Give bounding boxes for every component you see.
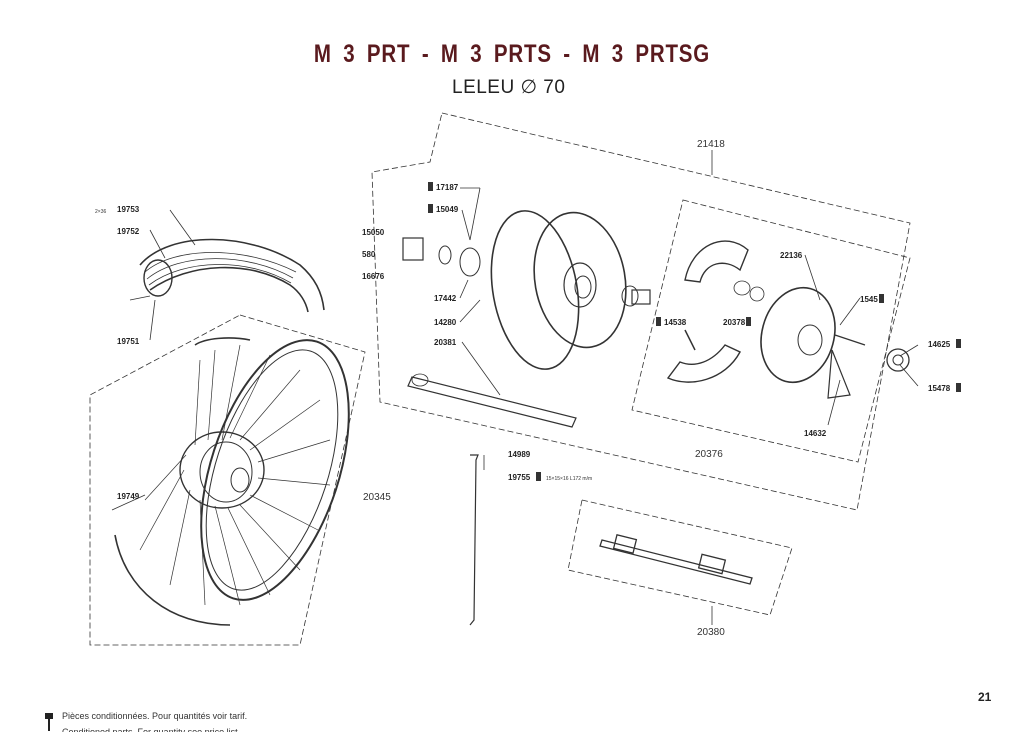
part-label-19755: 19755: [508, 473, 531, 482]
part-label-19751: 19751: [117, 337, 140, 346]
page-title: M 3 PRT - M 3 PRTS - M 3 PRTSG: [313, 40, 711, 68]
axle-group-box: [567, 499, 793, 616]
part-label-14989: 14989: [508, 450, 531, 459]
page-number: 21: [978, 690, 992, 704]
part-label-20381: 20381: [434, 338, 457, 347]
part-label-20380: 20380: [697, 627, 725, 638]
part-label-580: 580: [362, 250, 376, 259]
part-label-19752: 19752: [117, 227, 140, 236]
brake-shoes-illustration: [666, 240, 765, 383]
small-package-pin-icon: [428, 182, 433, 191]
footnote-french: Pièces conditionnées. Pour quantités voi…: [62, 711, 248, 721]
footnote-english: Conditioned parts. For quantity see pric…: [62, 727, 241, 737]
part-label-19753: 19753: [117, 205, 140, 214]
small-package-pin-icon: [956, 383, 961, 392]
small-package-pin-icon: [536, 472, 541, 481]
part-label-1545: 1545: [860, 295, 878, 304]
part-label-14538: 14538: [664, 318, 687, 327]
wheel-illustration: [114, 337, 350, 626]
small-package-pin-icon: [656, 317, 661, 326]
page-subtitle: LELEU ∅ 70: [452, 77, 566, 98]
part-label-14632: 14632: [804, 429, 827, 438]
spindle-illustration: [407, 376, 577, 428]
part-label-15050: 15050: [362, 228, 385, 237]
part-label-19749: 19749: [117, 492, 140, 501]
part-label-14625: 14625: [928, 340, 951, 349]
part-label-17442: 17442: [434, 294, 457, 303]
part-label-14280: 14280: [434, 318, 457, 327]
small-package-pin-icon: [879, 294, 884, 303]
brake-plate-illustration: [760, 286, 910, 399]
part-label-16676: 16676: [362, 272, 385, 281]
part-label-20376: 20376: [695, 449, 723, 460]
hub-illustration: [402, 210, 651, 370]
wheel-group-box: [89, 314, 366, 646]
part-label-15049: 15049: [436, 205, 459, 214]
part-label-20378: 20378: [723, 318, 746, 327]
small-package-pin-icon: [956, 339, 961, 348]
tyre-illustration: [129, 238, 325, 313]
part-label-15478: 15478: [928, 384, 951, 393]
part-label-17187: 17187: [436, 183, 459, 192]
part-label-22136: 22136: [780, 251, 803, 260]
part-label-19753-qty: 2×36: [95, 209, 106, 215]
part-label-19755-sizes: 15×15×16 L172 m/m: [546, 476, 592, 482]
hub-group-box: [371, 112, 911, 511]
spoke-illustration: [469, 454, 479, 626]
small-package-pin-icon: [428, 204, 433, 213]
brake-group-box: [631, 199, 911, 463]
small-package-pin-icon: [45, 713, 53, 731]
part-label-20345: 20345: [363, 492, 391, 503]
axle-illustration: [599, 534, 753, 585]
part-label-21418: 21418: [697, 139, 725, 150]
conditioned-part-markers: [428, 182, 961, 481]
small-package-pin-icon: [746, 317, 751, 326]
